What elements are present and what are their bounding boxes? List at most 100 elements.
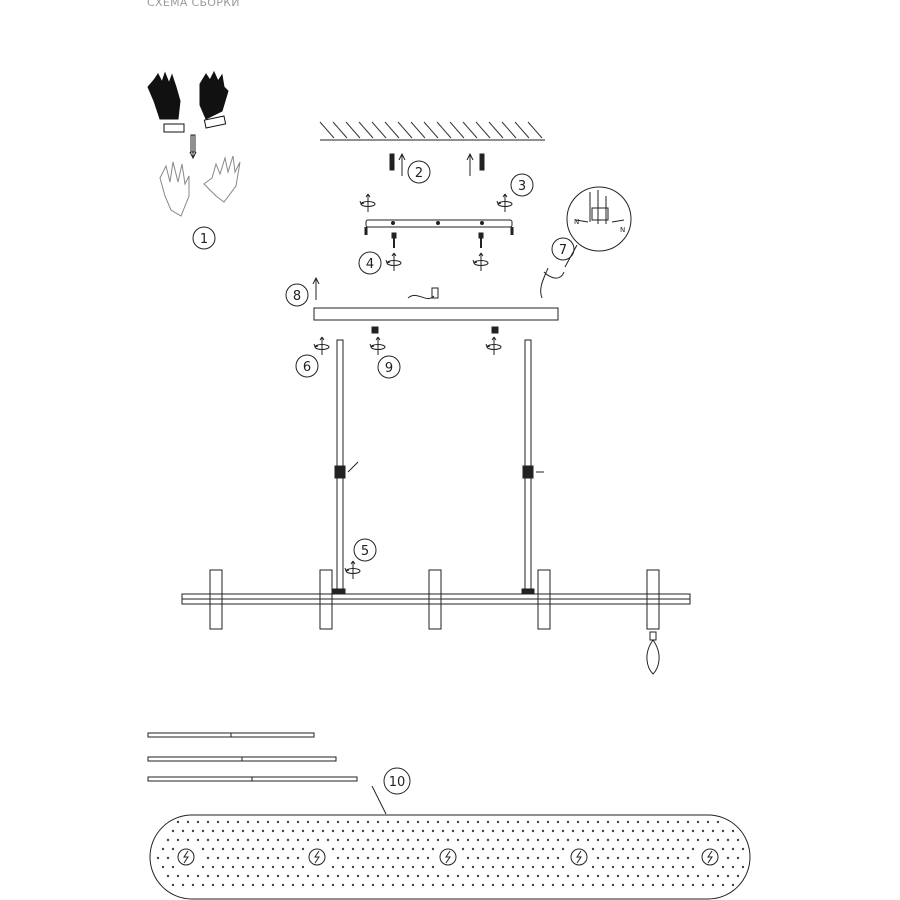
perforation-dot [236,838,240,842]
perforation-dot [406,856,410,860]
perforation-dot [611,883,615,887]
perforation-dot [391,865,395,869]
perforation-dot [371,883,375,887]
perforation-dot [501,883,505,887]
perforation-dot [546,856,550,860]
perforation-dot [296,856,300,860]
perforation-dot [536,874,540,878]
perforation-dot [281,883,285,887]
step-7-badge: 7 [551,237,575,261]
perforation-dot [726,838,730,842]
perforation-dot [406,820,410,824]
step-6-badge: 6 [295,354,319,378]
svg-text:9: 9 [385,361,393,376]
perforation-dot [706,874,710,878]
arrow-down-icon [189,134,197,160]
perforation-dot [496,856,500,860]
svg-text:1: 1 [200,232,208,247]
perforation-dot [496,874,500,878]
perforation-dot [196,874,200,878]
perforation-dot [416,838,420,842]
perforation-dot [411,847,415,851]
perforation-dot [346,820,350,824]
perforation-dot [596,820,600,824]
perforation-dot [251,829,255,833]
perforation-dot [336,856,340,860]
mounting-bracket [359,193,514,235]
perforation-dot [691,883,695,887]
perforation-dot [731,883,735,887]
perforation-dot [666,874,670,878]
perforation-dot [411,883,415,887]
perforation-dot [316,838,320,842]
perforation-dot [366,874,370,878]
perforation-dot [576,838,580,842]
bare-hands-icon [159,155,241,217]
step-10-badge: 10 [383,767,411,795]
perforation-dot [641,865,645,869]
perforation-dot [641,829,645,833]
perforation-dot [641,847,645,851]
perforation-dot [546,874,550,878]
perforation-dot [676,838,680,842]
dowel-left-icon [389,152,406,176]
perforation-dot [381,865,385,869]
perforation-dot [166,856,170,860]
perforation-dot [561,883,565,887]
svg-text:2: 2 [415,166,423,181]
perforation-dot [226,874,230,878]
perforation-dot [506,856,510,860]
perforation-dot [556,820,560,824]
perforation-dot [251,883,255,887]
perforation-dot [596,838,600,842]
perforation-dot [446,820,450,824]
perforation-dot [601,883,605,887]
svg-text:7: 7 [559,243,567,258]
perforation-dot [376,820,380,824]
perforation-dot [711,829,715,833]
perforation-dot [486,820,490,824]
perforation-dot [266,838,270,842]
perforation-dot [361,865,365,869]
perforation-dot [621,847,625,851]
perforation-dot [576,820,580,824]
perforation-dot [551,865,555,869]
perforation-dot [341,847,345,851]
perforation-dot [716,874,720,878]
perforation-dot [661,847,665,851]
perforation-dot [331,829,335,833]
power-cable [540,267,565,299]
perforation-dot [546,838,550,842]
perforation-dot [426,820,430,824]
perforation-dot [426,874,430,878]
perforation-dot [171,847,175,851]
perforation-dot [186,874,190,878]
perforation-dot [606,838,610,842]
perforation-dot [686,820,690,824]
perforation-dot [671,829,675,833]
perforation-dot [666,820,670,824]
perforation-dot [656,874,660,878]
perforation-dot [396,838,400,842]
perforation-dot [256,874,260,878]
step-4-badge: 4 [358,251,382,275]
perforation-dot [506,820,510,824]
perforation-dot [691,865,695,869]
perforation-dot [651,883,655,887]
perforation-dot [516,820,520,824]
perforation-dot [231,883,235,887]
suspension-rod-right [522,339,544,591]
perforation-dot [656,856,660,860]
perforation-dot [726,874,730,878]
perforation-dot [366,820,370,824]
perforation-dot [421,847,425,851]
perforation-dot [361,883,365,887]
perforation-dot [556,856,560,860]
perforation-dot [536,838,540,842]
perforation-dot [511,865,515,869]
perforation-dot [371,829,375,833]
perforation-dot [611,829,615,833]
perforation-dot [251,865,255,869]
perforation-dot [381,847,385,851]
perforation-dot [376,856,380,860]
